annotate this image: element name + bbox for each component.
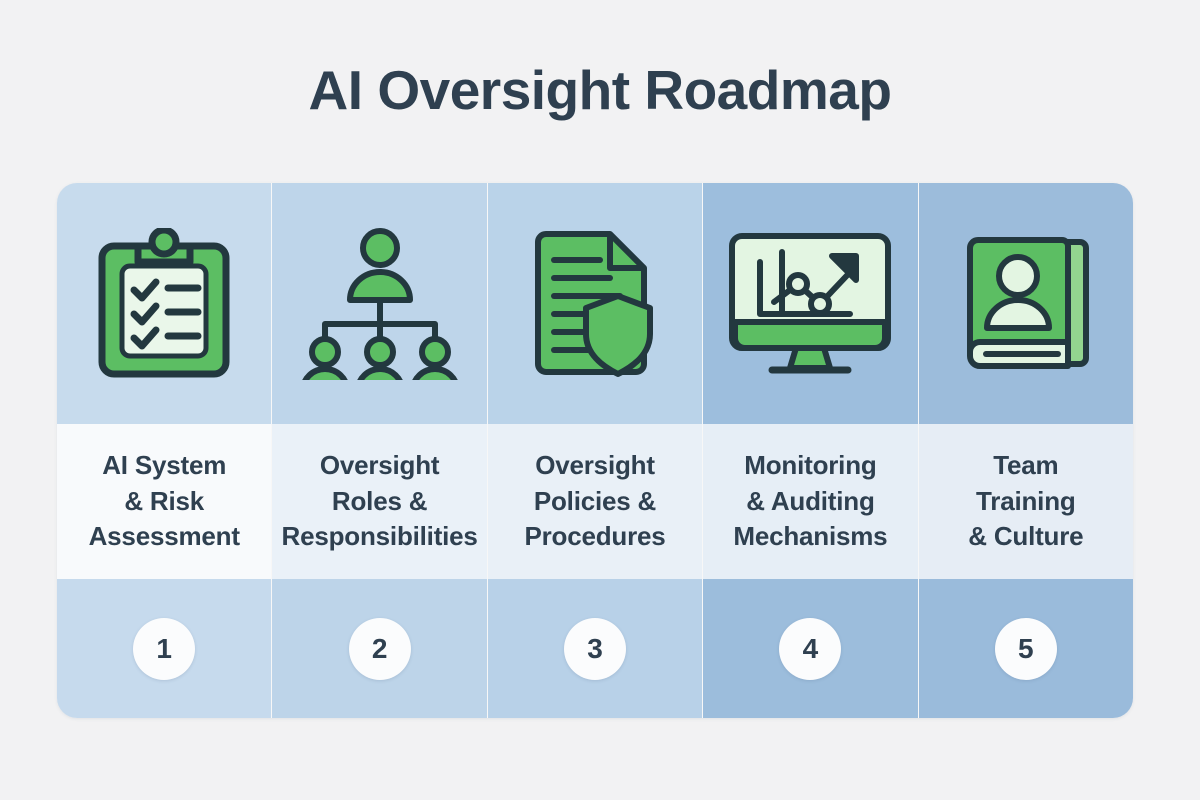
step-1-label-cell: AI System & Risk Assessment bbox=[57, 424, 272, 579]
step-1-label: AI System & Risk Assessment bbox=[88, 449, 240, 552]
page-title: AI Oversight Roadmap bbox=[308, 59, 892, 121]
step-5-label: Team Training & Culture bbox=[968, 449, 1084, 552]
monitor-chart-icon bbox=[726, 228, 894, 380]
step-1-number-badge: 1 bbox=[133, 617, 196, 680]
step-2-number-cell: 2 bbox=[272, 579, 487, 718]
step-3-label: Oversight Policies & Procedures bbox=[524, 449, 666, 552]
roadmap-step-2[interactable]: Oversight Roles & Responsibilities 2 bbox=[271, 183, 487, 718]
step-2-label: Oversight Roles & Responsibilities bbox=[281, 449, 478, 552]
roadmap-container: AI System & Risk Assessment 1 bbox=[57, 183, 1133, 718]
step-5-icon-cell bbox=[918, 183, 1133, 424]
step-4-number-cell: 4 bbox=[703, 579, 918, 718]
clipboard-checklist-icon bbox=[96, 227, 232, 380]
step-4-icon-cell bbox=[703, 183, 918, 424]
step-1-icon-cell bbox=[57, 183, 272, 424]
step-3-label-cell: Oversight Policies & Procedures bbox=[487, 424, 703, 579]
step-2-number-badge: 2 bbox=[348, 617, 411, 680]
step-4-number-badge: 4 bbox=[779, 617, 842, 680]
step-3-icon-cell bbox=[487, 183, 703, 424]
book-person-icon bbox=[960, 228, 1092, 380]
roadmap-step-1[interactable]: AI System & Risk Assessment 1 bbox=[57, 183, 272, 718]
roadmap-step-3[interactable]: Oversight Policies & Procedures 3 bbox=[486, 183, 703, 718]
step-2-icon-cell bbox=[272, 183, 487, 424]
step-4-label: Monitoring & Auditing Mechanisms bbox=[733, 449, 888, 552]
step-5-number-cell: 5 bbox=[918, 579, 1133, 718]
step-3-number-cell: 3 bbox=[487, 579, 703, 718]
roadmap-step-5[interactable]: Team Training & Culture 5 bbox=[917, 183, 1133, 718]
step-2-label-cell: Oversight Roles & Responsibilities bbox=[272, 424, 487, 579]
org-chart-hierarchy-icon bbox=[300, 227, 460, 380]
step-5-number-badge: 5 bbox=[994, 617, 1057, 680]
step-5-label-cell: Team Training & Culture bbox=[918, 424, 1133, 579]
document-shield-icon bbox=[530, 228, 660, 380]
roadmap-step-4[interactable]: Monitoring & Auditing Mechanisms 4 bbox=[702, 183, 918, 718]
step-4-label-cell: Monitoring & Auditing Mechanisms bbox=[703, 424, 918, 579]
step-3-number-badge: 3 bbox=[564, 617, 627, 680]
step-1-number-cell: 1 bbox=[57, 579, 272, 718]
